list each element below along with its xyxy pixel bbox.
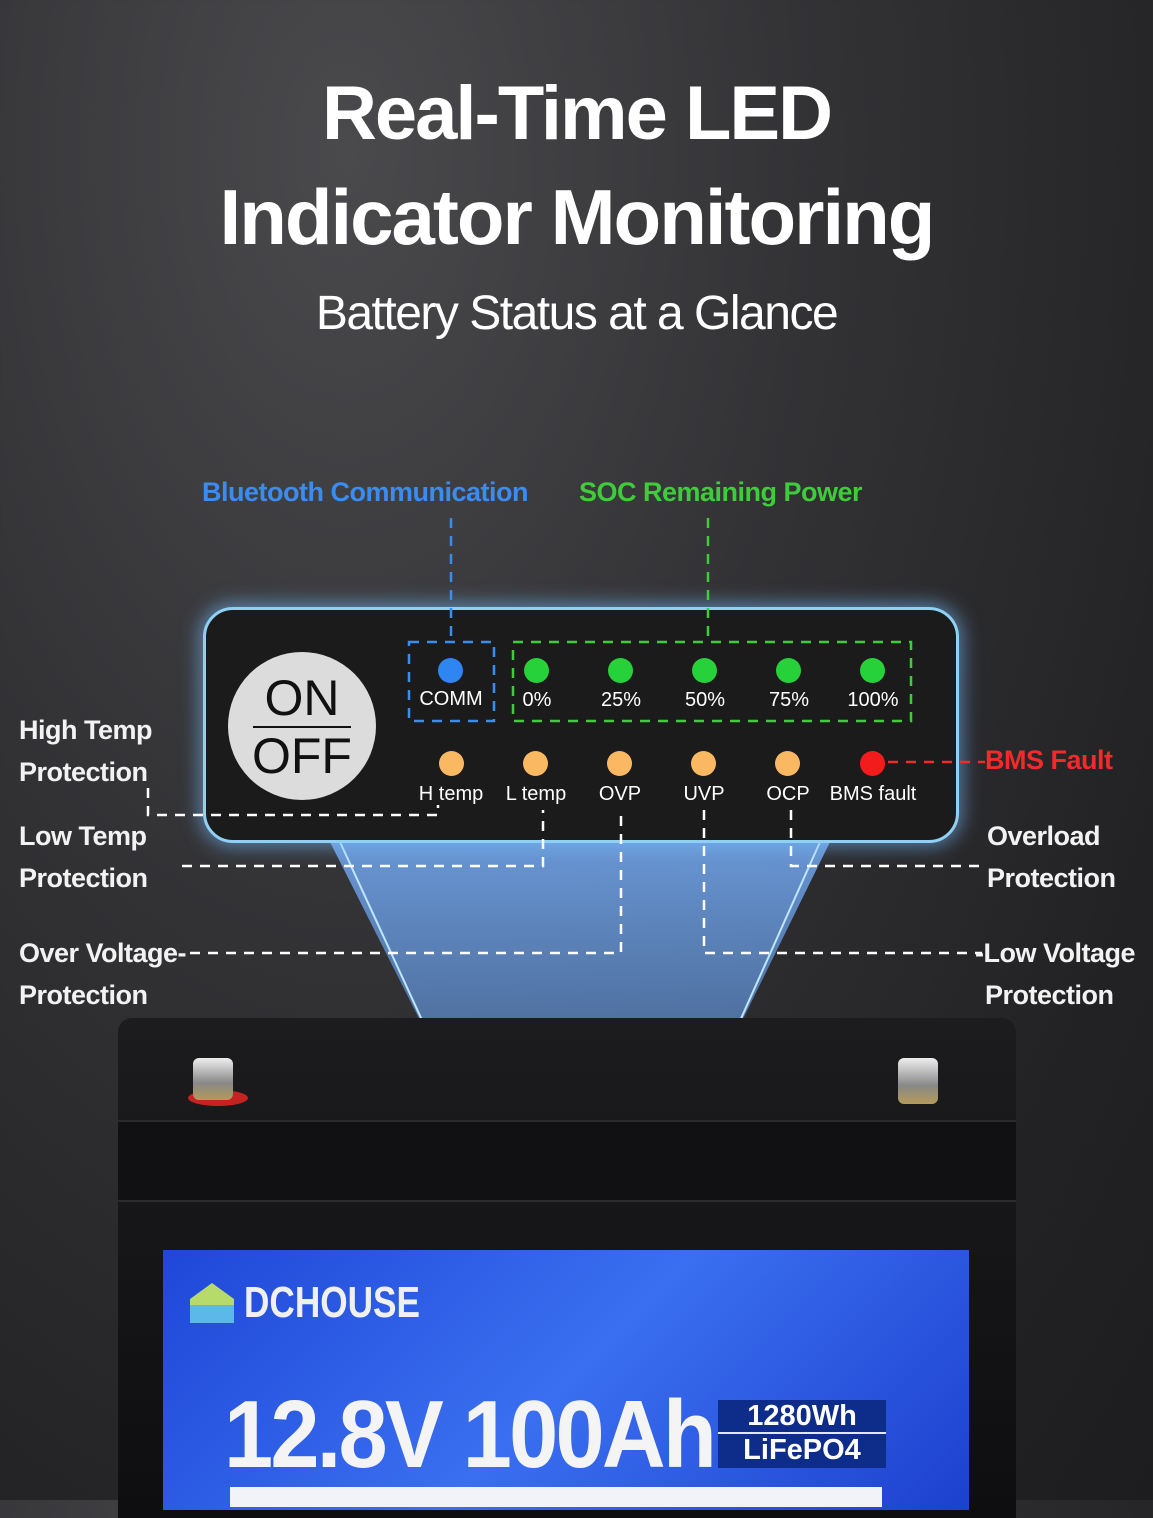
- title-line-2: Indicator Monitoring: [219, 173, 936, 261]
- status-label: L temp: [505, 783, 567, 805]
- status-label: H temp: [418, 783, 484, 805]
- energy-rating: 1280Wh: [718, 1400, 886, 1434]
- subtitle: Battery Status at a Glance: [315, 287, 839, 340]
- h-temp-led: [439, 751, 464, 776]
- power-switch-button[interactable]: ON OFF: [228, 652, 376, 800]
- status-label: OVP: [598, 783, 642, 805]
- negative-terminal-icon: [898, 1058, 938, 1104]
- soc-label: 50%: [684, 689, 726, 711]
- chemistry: LiFePO4: [743, 1434, 861, 1466]
- switch-on-label: ON: [264, 670, 340, 726]
- bms-fault-led: [860, 751, 885, 776]
- status-label: UVP: [683, 783, 725, 805]
- brand-name: DCHOUSE: [244, 1278, 421, 1327]
- soc-led-25: [608, 658, 633, 683]
- title-line-1: Real-Time LED: [322, 71, 833, 156]
- soc-led-50: [692, 658, 717, 683]
- bluetooth-callout: Bluetooth Communication: [202, 477, 528, 507]
- l-temp-led: [523, 751, 548, 776]
- soc-label: 100%: [847, 689, 899, 711]
- ovp-led: [607, 751, 632, 776]
- soc-label: 0%: [522, 689, 552, 711]
- status-label: BMS fault: [829, 783, 917, 805]
- comm-label: COMM: [419, 688, 483, 710]
- ocp-led: [775, 751, 800, 776]
- status-label: OCP: [766, 783, 810, 805]
- soc-led-75: [776, 658, 801, 683]
- bms-fault-callout: BMS Fault: [985, 745, 1113, 775]
- spec-badge: 1280Wh LiFePO4: [718, 1400, 886, 1468]
- soc-callout: SOC Remaining Power: [579, 477, 863, 507]
- battery-spec: 12.8V 100Ah: [224, 1381, 717, 1488]
- over-voltage-callout: Over Voltage-Protection: [19, 938, 187, 1010]
- uvp-led: [691, 751, 716, 776]
- positive-terminal-icon: [193, 1058, 233, 1100]
- comm-led: [438, 658, 463, 683]
- soc-led-0: [524, 658, 549, 683]
- battery-lid: [118, 1120, 1016, 1202]
- soc-led-100: [860, 658, 885, 683]
- soc-label: 75%: [768, 689, 810, 711]
- switch-off-label: OFF: [252, 728, 352, 784]
- soc-label: 25%: [600, 689, 642, 711]
